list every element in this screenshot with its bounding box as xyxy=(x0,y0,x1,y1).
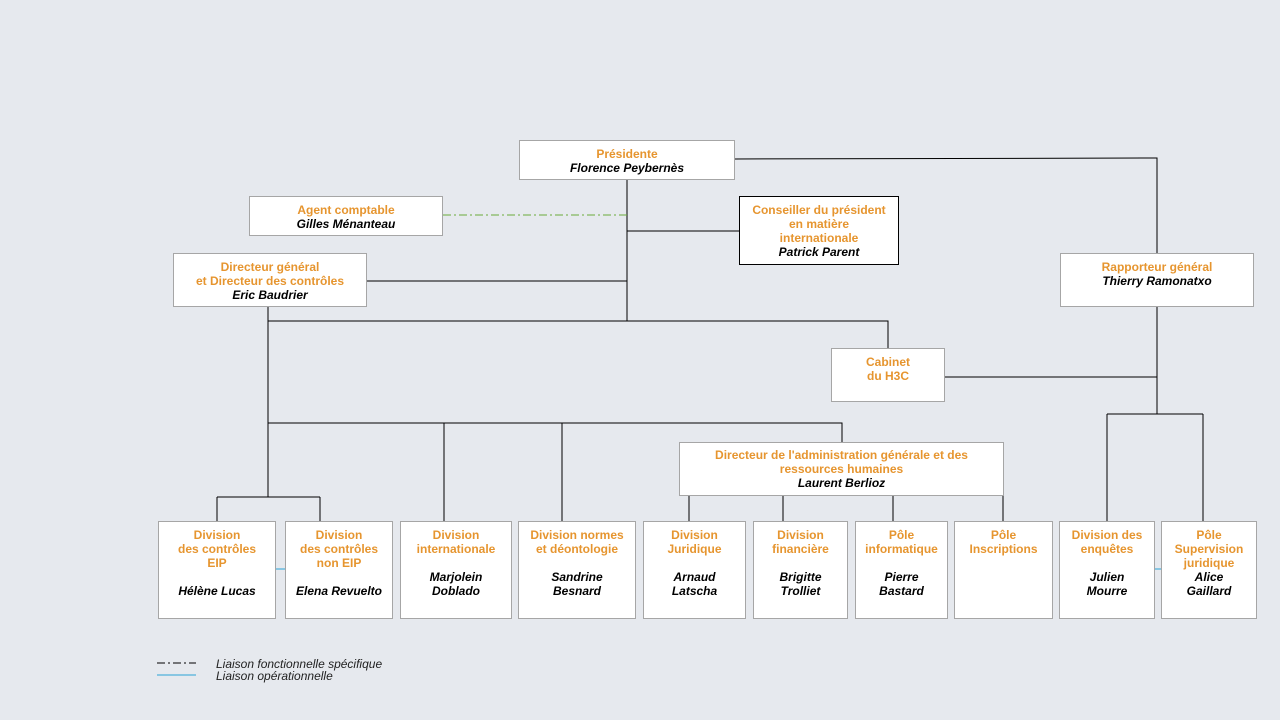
division-title: Division des enquêtes xyxy=(1071,528,1143,556)
division-title: Division des contrôles non EIP xyxy=(299,528,379,570)
division-box: Pôle informatique Pierre Bastard xyxy=(855,521,948,619)
accountant-name: Gilles Ménanteau xyxy=(296,217,396,231)
legend-specific-label: Liaison fonctionnelle spécifique xyxy=(216,657,383,671)
rapporteur-title: Rapporteur général xyxy=(1101,260,1213,274)
president-box: Présidente Florence Peybernès xyxy=(519,140,735,180)
division-head: Brigitte Trolliet xyxy=(779,570,822,598)
division-box: Pôle Inscriptions xyxy=(954,521,1053,619)
rapporteur-box: Rapporteur général Thierry Ramonatxo xyxy=(1060,253,1254,307)
division-box: Division des enquêtes Julien Mourre xyxy=(1059,521,1155,619)
division-title: Pôle informatique xyxy=(865,528,938,556)
admin-director-title: Directeur de l'administration générale e… xyxy=(715,448,968,476)
accountant-title: Agent comptable xyxy=(297,203,395,217)
advisor-title: Conseiller du président en matière inter… xyxy=(752,203,886,245)
division-box: Division financière Brigitte Trolliet xyxy=(753,521,848,619)
director-general-box: Directeur général et Directeur des contr… xyxy=(173,253,367,307)
admin-director-name: Laurent Berlioz xyxy=(797,476,886,490)
division-box: Pôle Supervision juridique Alice Gaillar… xyxy=(1161,521,1257,619)
division-head: Marjolein Doblado xyxy=(429,570,483,598)
division-box: Division Juridique Arnaud Latscha xyxy=(643,521,746,619)
division-head: Sandrine Besnard xyxy=(551,570,603,598)
division-title: Division internationale xyxy=(416,528,496,556)
director-general-name: Eric Baudrier xyxy=(232,288,308,302)
division-title: Division financière xyxy=(772,528,829,556)
division-box: Division internationale Marjolein Doblad… xyxy=(400,521,512,619)
accountant-box: Agent comptable Gilles Ménanteau xyxy=(249,196,443,236)
division-head: Julien Mourre xyxy=(1086,570,1128,598)
advisor-box: Conseiller du président en matière inter… xyxy=(739,196,899,265)
cabinet-box: Cabinet du H3C xyxy=(831,348,945,402)
division-title: Division normes et déontologie xyxy=(530,528,624,556)
division-head: Hélène Lucas xyxy=(178,584,256,598)
division-box: Division des contrôles EIP Hélène Lucas xyxy=(158,521,276,619)
cabinet-title: Cabinet du H3C xyxy=(865,355,910,383)
division-box: Division normes et déontologie Sandrine … xyxy=(518,521,636,619)
division-head: Alice Gaillard xyxy=(1186,570,1232,598)
director-general-title: Directeur général et Directeur des contr… xyxy=(195,260,345,288)
legend-operational-label: Liaison opérationnelle xyxy=(216,669,333,683)
rapporteur-name: Thierry Ramonatxo xyxy=(1102,274,1212,288)
division-title: Pôle Inscriptions xyxy=(969,528,1038,556)
division-title: Pôle Supervision juridique xyxy=(1174,528,1244,570)
division-title: Division Juridique xyxy=(667,528,722,556)
division-box: Division des contrôles non EIP Elena Rev… xyxy=(285,521,393,619)
admin-director-box: Directeur de l'administration générale e… xyxy=(679,442,1004,496)
president-name: Florence Peybernès xyxy=(569,161,685,175)
division-head: Arnaud Latscha xyxy=(671,570,718,598)
president-title: Présidente xyxy=(596,147,658,161)
division-head: Pierre Bastard xyxy=(879,570,924,598)
division-head: Elena Revuelto xyxy=(295,584,383,598)
division-title: Division des contrôles EIP xyxy=(177,528,257,570)
advisor-name: Patrick Parent xyxy=(778,245,860,259)
